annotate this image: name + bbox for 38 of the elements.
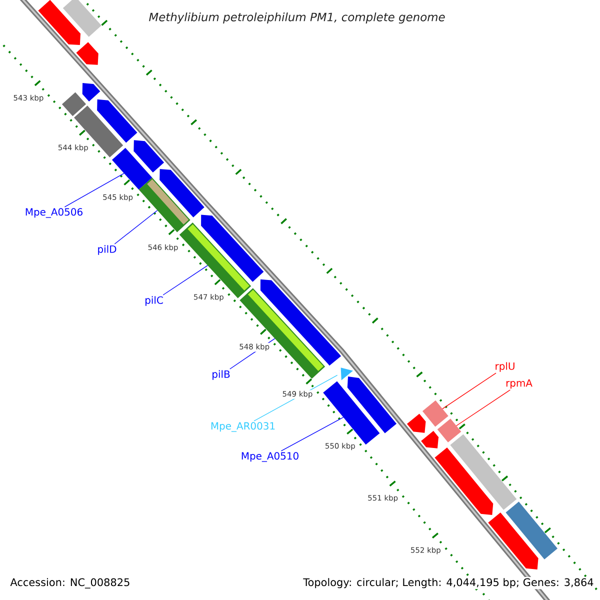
gene-segment [421, 430, 439, 448]
leader-line [442, 372, 496, 410]
gene-segment [506, 502, 558, 560]
gene-segment [62, 92, 86, 116]
gene-segment [82, 83, 100, 102]
title: Methylibium petroleiphilum PM1, complete genome [149, 12, 445, 24]
gene-segment [97, 99, 138, 143]
gene-segment [347, 376, 397, 434]
gene-label: Mpe_AR0031 [211, 422, 275, 432]
gene-segment [201, 214, 264, 282]
leader-line [64, 172, 124, 208]
gene-segment [450, 434, 517, 510]
gene-segment [340, 368, 353, 380]
leader-line [162, 265, 208, 296]
gene-segment [38, 0, 80, 45]
footer-text: Accession: NC_008825 [9, 577, 132, 590]
gene-label: pilC [146, 296, 163, 306]
gene-label: pilB [212, 370, 230, 380]
gene-segment [76, 42, 98, 65]
gene-segment [74, 106, 124, 158]
gene-label: Mpe_A0506 [26, 208, 82, 218]
gene-segment [422, 400, 448, 427]
gene-segment [437, 418, 462, 442]
gene-segment [134, 140, 164, 172]
gene-label: pilD [98, 245, 116, 255]
gene-segment [406, 414, 426, 433]
gene-segment [434, 448, 494, 515]
gene-label: Mpe_A0510 [242, 452, 298, 462]
gene-segment [62, 0, 102, 37]
footer-text: Topology: circular; Length: 4,044,195 bp; Genes: 3,864 [302, 577, 595, 590]
gene-label: rpmA [506, 379, 532, 389]
gene-segment [112, 148, 152, 190]
gene-segment [488, 512, 538, 570]
gene-label: rplU [496, 362, 514, 372]
leader-line [456, 390, 511, 426]
gene-segment [160, 168, 204, 218]
leader-line [280, 416, 344, 452]
leader-line [114, 210, 158, 244]
